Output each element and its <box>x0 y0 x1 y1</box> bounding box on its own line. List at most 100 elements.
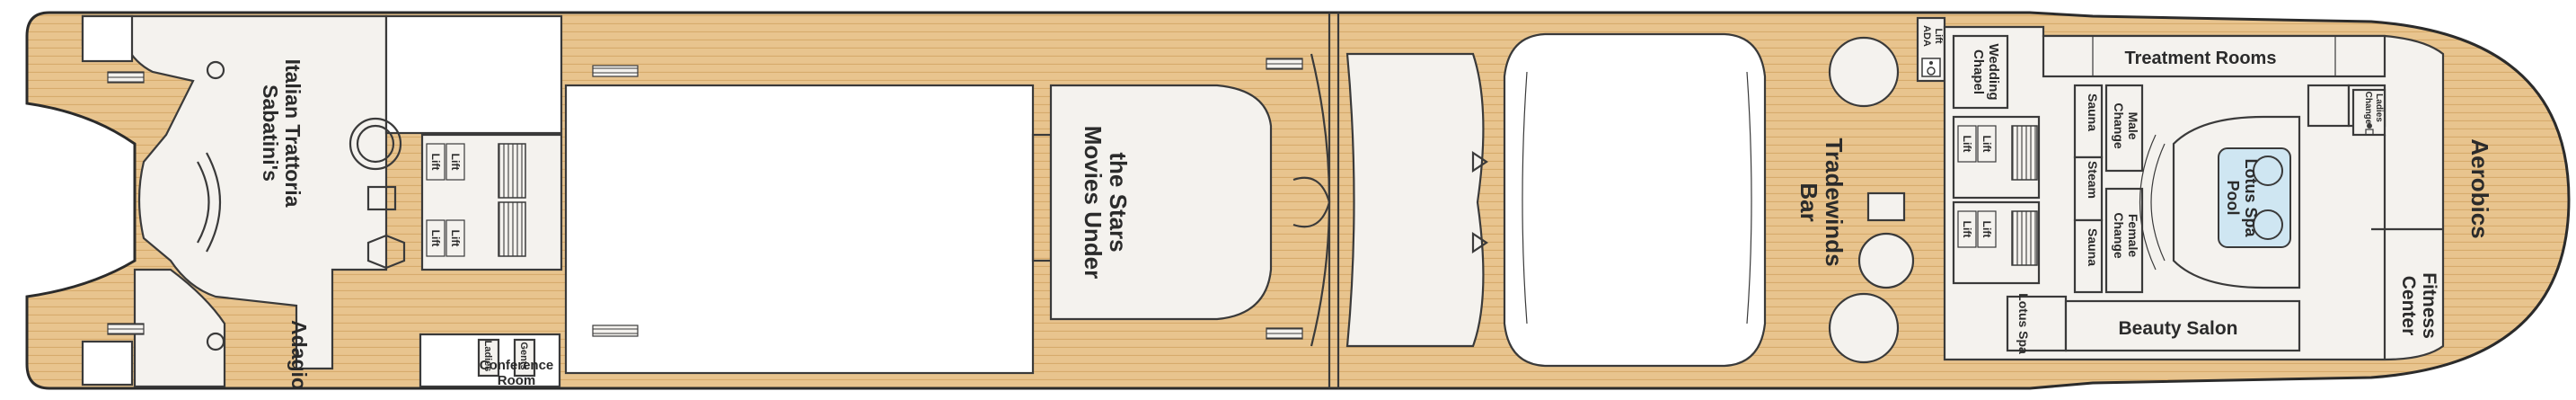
tradewinds-bar-counter <box>1866 191 1906 222</box>
label-male-change-1: Male <box>2126 111 2140 139</box>
aft-venues <box>81 14 563 388</box>
pool-structures <box>1292 13 1767 388</box>
lift-1 <box>426 143 446 181</box>
label-treatment-rooms: Treatment Rooms <box>2125 49 2277 68</box>
aft-rotunda-1 <box>348 117 402 171</box>
lotus-jacuzzi-2 <box>2253 209 2283 240</box>
label-lift-6: Lift <box>1981 136 1993 153</box>
steam-room <box>2073 156 2104 222</box>
center-marker-2 <box>1471 231 1488 254</box>
restroom-icon <box>2365 123 2374 136</box>
movies-seating <box>1049 84 1273 321</box>
lotus-pool-arc-1 <box>2150 143 2166 262</box>
center-pool <box>1503 32 1767 368</box>
label-lotus-spa: Lotus Spa <box>2016 293 2031 354</box>
label-tradewinds-2: Bar <box>1795 182 1822 221</box>
label-lift-3: Lift <box>429 230 442 247</box>
lift-2 <box>446 143 465 181</box>
female-change-room <box>2104 187 2144 294</box>
aft-service-area <box>384 14 563 135</box>
stairs-mid-top <box>1266 58 1303 70</box>
stairs-movies-bottom <box>592 324 639 337</box>
aft-pillar-1 <box>206 60 225 80</box>
aft-rotunda-2 <box>356 124 395 164</box>
wedding-chapel <box>1952 34 2009 110</box>
treatment-rooms-strip <box>2042 34 2386 78</box>
label-lotus-pool-1: Lotus Spa <box>2242 158 2260 237</box>
aft-stairs-bottom <box>107 323 145 335</box>
stairs-movies-top <box>592 65 639 77</box>
tradewinds-stair-top <box>1828 36 1900 108</box>
sauna-female <box>2073 218 2104 294</box>
lift-6 <box>1977 125 1997 163</box>
label-adagio: Adagio <box>287 320 311 390</box>
treatment-room-a <box>2307 84 2351 128</box>
lift-3 <box>426 219 446 257</box>
label-sabatini-1: Sabatini's <box>259 84 282 182</box>
tradewinds-bar-round <box>1857 232 1915 289</box>
aft-kitchen-island <box>366 185 397 211</box>
center-bulkhead-arch <box>1292 176 1331 228</box>
label-fitness-2: Center <box>2398 276 2419 336</box>
center-marker-1 <box>1471 150 1488 173</box>
pool-edge-right <box>1746 71 1752 324</box>
aft-balcony-curve-2 <box>206 152 221 253</box>
wheelchair-icon <box>1921 58 1941 77</box>
label-conference-1: Conference <box>480 358 554 373</box>
label-wedding-2: Chapel <box>1971 49 1986 94</box>
lotus-pool-arc-2 <box>2139 134 2157 271</box>
aft-balcony-curve <box>197 161 210 244</box>
label-ada-2: Lift <box>1933 28 1944 43</box>
label-wedding-1: Wedding <box>1986 43 2001 100</box>
aft-stairs-top <box>107 71 145 84</box>
label-sauna-1: Sauna <box>2086 93 2100 131</box>
label-sauna-2: Sauna <box>2086 228 2100 266</box>
tradewinds-stair-bottom <box>1828 292 1900 364</box>
aft-pillar-2 <box>206 332 225 351</box>
label-sabatini-2: Italian Trattoria <box>281 59 304 208</box>
center-bulkhead <box>1345 52 1485 348</box>
label-movies-2: the Stars <box>1105 152 1132 252</box>
beauty-salon <box>2064 299 2301 352</box>
label-ladies: Ladies <box>482 341 493 372</box>
spa-stairs-1 <box>2011 125 2038 181</box>
label-movies-1: Movies Under <box>1080 126 1107 280</box>
aft-lift-block <box>420 133 563 271</box>
label-female-change-1: Female <box>2126 214 2140 257</box>
label-lift-2: Lift <box>449 154 462 171</box>
lotus-spa-reception <box>2006 295 2068 352</box>
adagio-room <box>133 268 226 388</box>
movies-area <box>564 58 1303 375</box>
label-ada-1: ADA <box>1921 25 1932 47</box>
label-ladies-change-2: Change <box>2363 92 2373 125</box>
lift-7 <box>1957 210 1977 248</box>
spa-section <box>1943 25 2445 361</box>
label-female-change-2: Change <box>2112 212 2126 259</box>
aft-stairs-2 <box>498 201 526 257</box>
male-change-room <box>2104 84 2144 173</box>
label-male-change-2: Change <box>2112 102 2126 149</box>
labels: Sabatini's Italian Trattoria Adagio Conf… <box>259 25 2493 390</box>
aft-column-1 <box>366 234 406 270</box>
label-beauty-salon: Beauty Salon <box>2118 318 2237 339</box>
label-lift-4: Lift <box>449 230 462 247</box>
label-lift-8: Lift <box>1981 221 1993 238</box>
label-gents: Gents <box>518 342 529 369</box>
lift-4 <box>446 219 465 257</box>
tradewinds-area <box>1828 16 1946 364</box>
stairs-mid-bottom <box>1266 327 1303 340</box>
pool-edge-left <box>1522 71 1528 324</box>
aft-corner-top <box>81 14 134 63</box>
aft-corner-bottom <box>81 340 134 387</box>
label-fitness-1: Fitness <box>2419 272 2439 339</box>
sauna-male <box>2073 84 2104 159</box>
lift-5 <box>1957 125 1977 163</box>
spa-stairs-2 <box>2011 210 2038 266</box>
lift-8 <box>1977 210 1997 248</box>
label-tradewinds-1: Tradewinds <box>1821 138 1848 266</box>
label-aerobics: Aerobics <box>2466 138 2493 238</box>
sabatini-room <box>81 14 388 370</box>
restroom-gents <box>513 338 536 378</box>
label-lift-1: Lift <box>429 154 442 171</box>
